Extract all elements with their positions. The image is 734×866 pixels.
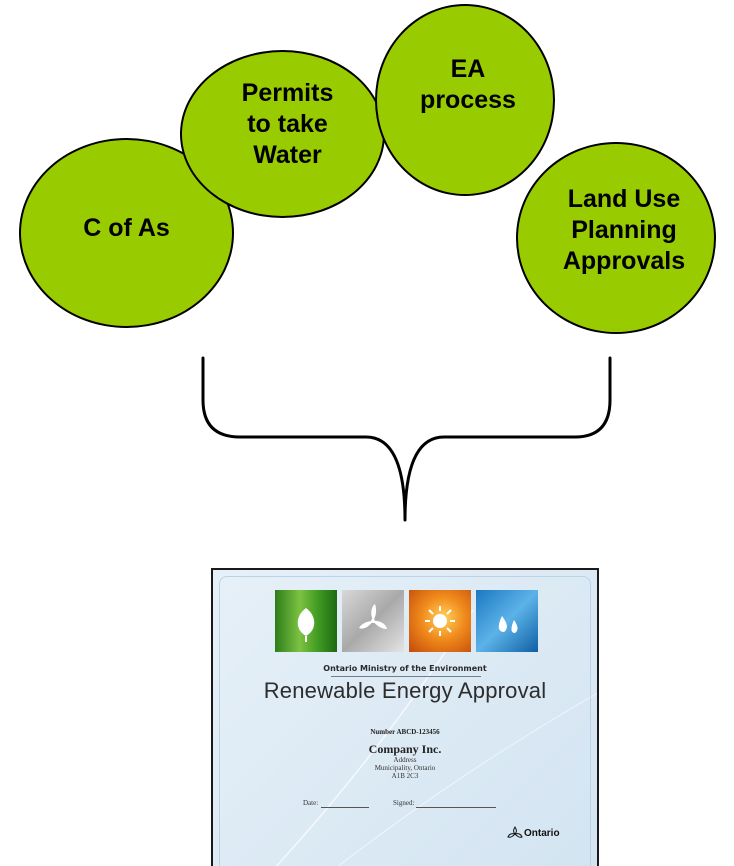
circle-c-of-as-label: C of As (83, 213, 170, 242)
windmill-icon (359, 604, 387, 629)
water-drop-icon (498, 616, 518, 633)
date-label: Date: (303, 799, 319, 807)
signed-blank-line (416, 799, 496, 808)
ontario-logo-text: Ontario (524, 827, 560, 839)
ontario-logo: Ontario (507, 826, 560, 840)
ministry-name: Ontario Ministry of the Environment (323, 664, 487, 673)
circle-permits-to-take-water: Permits to take Water (180, 50, 385, 218)
sun-icon (425, 606, 455, 636)
postal-code-line: A1B 2C3 (391, 772, 419, 780)
approval-number: Number ABCD-123456 (370, 728, 440, 736)
company-name: Company Inc. (368, 742, 442, 756)
circle-ea-label: EA process (420, 55, 516, 114)
certificate-title: Renewable Energy Approval (263, 678, 547, 703)
certificate-border (219, 576, 591, 866)
renewable-energy-approval-certificate: Ontario Ministry of the Environment Rene… (211, 568, 599, 866)
circle-permits-label: Permits to take Water (241, 78, 334, 169)
signed-label: Signed: (393, 799, 415, 807)
circle-ea-process: EA process (375, 4, 555, 196)
date-blank-line (321, 799, 369, 808)
address-line: Address (393, 756, 417, 764)
certificate-tiles (275, 590, 538, 652)
municipality-line: Municipality, Ontario (374, 764, 436, 772)
leaf-tile (275, 590, 337, 652)
leaf-icon (297, 608, 315, 642)
trillium-icon (507, 826, 523, 838)
wind-tile (342, 590, 404, 652)
ministry-rule (331, 676, 481, 677)
circle-land-use-planning-approvals: Land Use Planning Approvals (516, 142, 716, 334)
water-tile (476, 590, 538, 652)
solar-tile (409, 590, 471, 652)
circle-land-use-label: Land Use Planning Approvals (562, 184, 686, 275)
